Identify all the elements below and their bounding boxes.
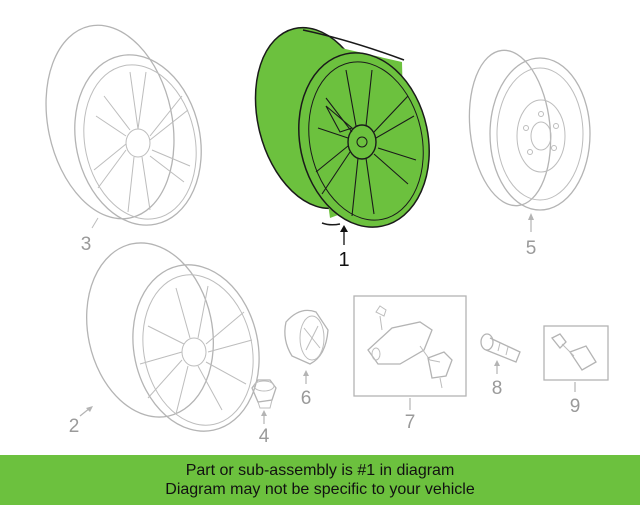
- banner-line-1: Part or sub-assembly is #1 in diagram: [185, 462, 455, 479]
- valve-stem-part-8[interactable]: [480, 333, 521, 363]
- banner-line-2: Diagram may not be specific to your vehi…: [165, 481, 475, 498]
- callout-9[interactable]: 9: [570, 396, 581, 417]
- callout-8[interactable]: 8: [492, 378, 503, 399]
- callout-5[interactable]: 5: [526, 238, 537, 259]
- valve-kit-part-9[interactable]: [543, 325, 609, 381]
- callout-7[interactable]: 7: [405, 412, 416, 433]
- wheel-part-3[interactable]: [29, 13, 217, 237]
- callout-6[interactable]: 6: [301, 388, 312, 409]
- callout-3[interactable]: 3: [81, 234, 92, 255]
- lug-nut-part-4[interactable]: [251, 379, 277, 409]
- wheel-part-1[interactable]: [237, 15, 444, 240]
- callout-4[interactable]: 4: [259, 426, 270, 447]
- callout-2[interactable]: 2: [69, 416, 80, 437]
- center-cap-part-6[interactable]: [284, 309, 329, 365]
- callout-1[interactable]: 1: [338, 249, 349, 271]
- diagram-info-banner: Part or sub-assembly is #1 in diagram Di…: [0, 455, 640, 505]
- tpms-sensor-part-7[interactable]: [353, 295, 467, 397]
- wheel-part-2[interactable]: [71, 231, 274, 443]
- parts-diagram: 3 1 5: [29, 13, 609, 447]
- wheel-part-5[interactable]: [462, 46, 591, 211]
